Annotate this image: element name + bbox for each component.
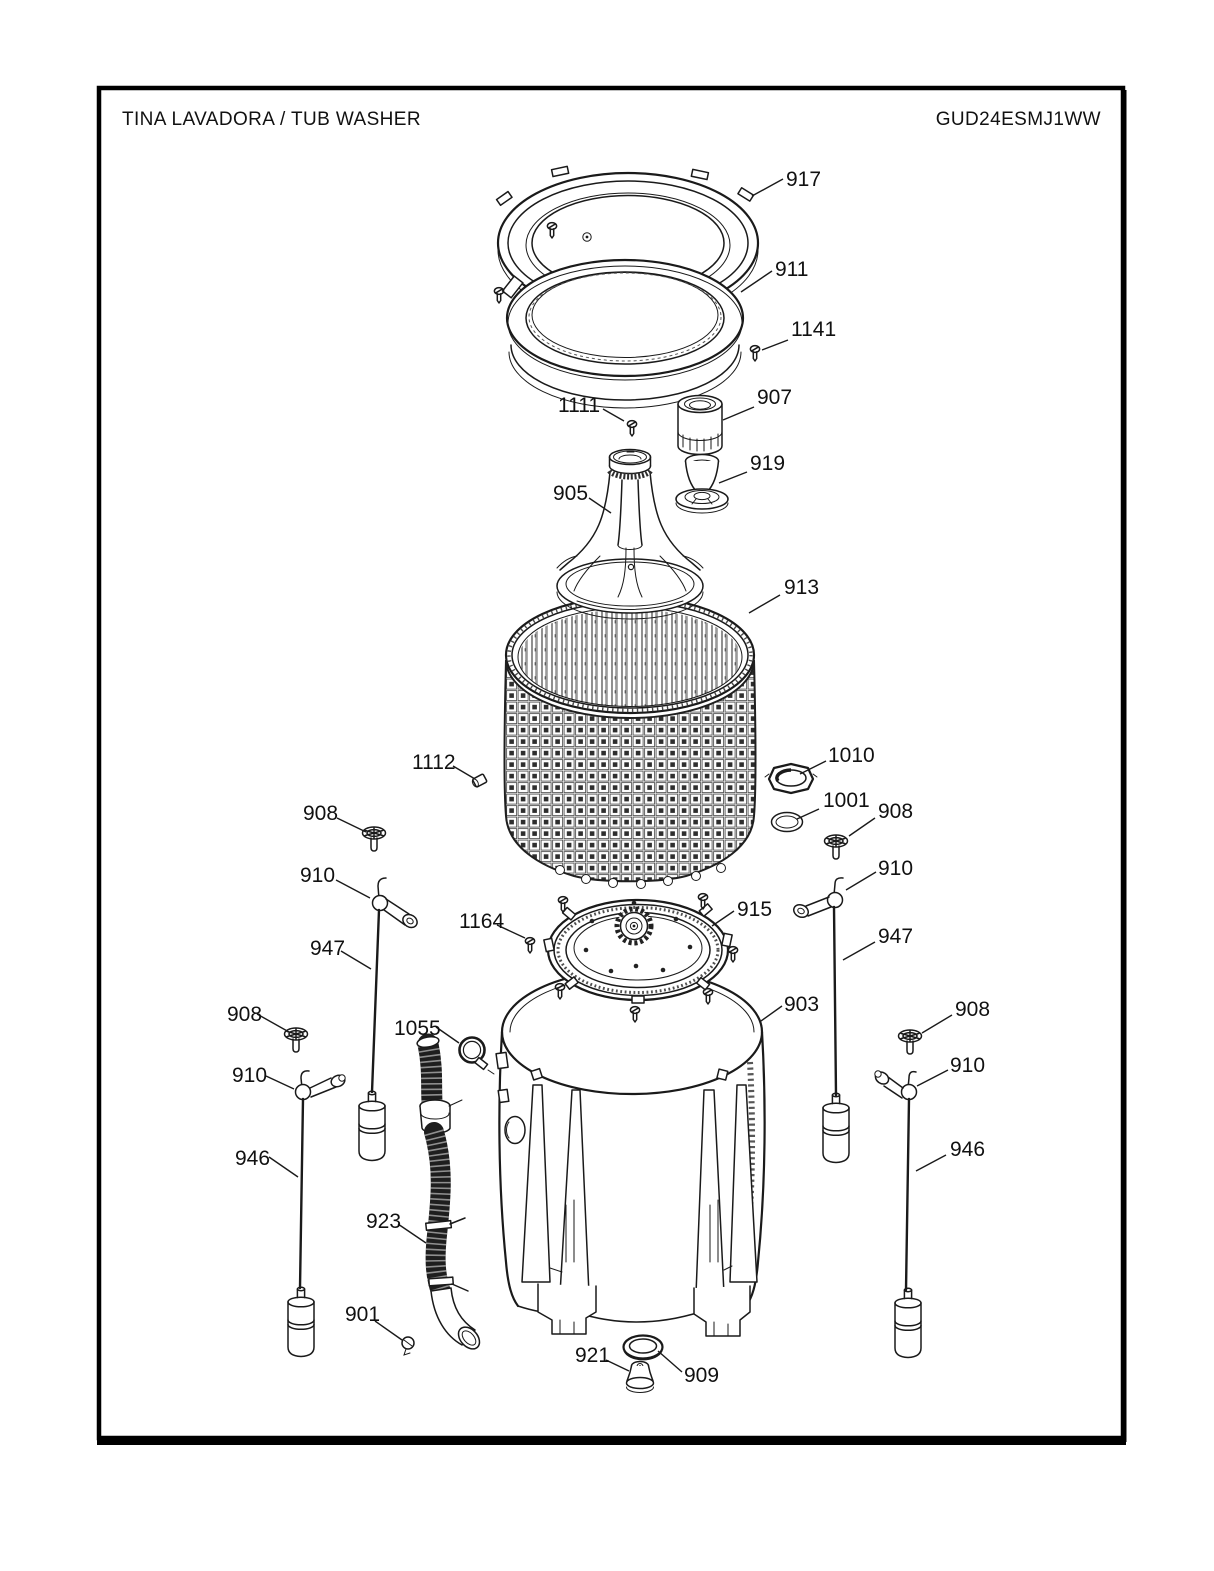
clip-901 xyxy=(401,1336,415,1356)
callout-913: 913 xyxy=(784,576,819,599)
callout-907: 907 xyxy=(757,386,792,409)
suspension-rod-right-inner-947 xyxy=(792,834,850,1164)
drain-hose-923 xyxy=(416,1033,481,1350)
callout-1001: 1001 xyxy=(823,789,870,812)
callout-923: 923 xyxy=(366,1210,401,1233)
callout-908-right-inner: 908 xyxy=(878,800,913,823)
callout-1112: 1112 xyxy=(412,751,456,774)
callout-1164: 1164 xyxy=(459,910,504,933)
callout-915: 915 xyxy=(737,898,772,921)
callout-910-left-outer: 910 xyxy=(232,1064,267,1087)
callout-910-right-outer: 910 xyxy=(950,1054,985,1077)
callout-903: 903 xyxy=(784,993,819,1016)
screw-1111 xyxy=(626,419,638,437)
callout-917: 917 xyxy=(786,168,821,191)
callout-908-right-outer: 908 xyxy=(955,998,990,1021)
funnel-919 xyxy=(675,453,729,514)
outer-tub-903 xyxy=(495,968,766,1337)
seal-1001 xyxy=(770,811,804,833)
screw xyxy=(727,945,739,963)
callout-946-left: 946 xyxy=(235,1147,270,1170)
drive-hub-915 xyxy=(543,898,733,1004)
callout-910-right-inner: 910 xyxy=(878,857,913,880)
callout-947-left: 947 xyxy=(310,937,345,960)
agitator-905 xyxy=(556,448,704,620)
diagram-title: TINA LAVADORA / TUB WASHER xyxy=(122,109,421,130)
ring-909 xyxy=(622,1334,664,1361)
nut-1010 xyxy=(764,762,818,795)
suspension-rod-right-outer-946 xyxy=(874,1029,923,1359)
wash-basket-913 xyxy=(503,595,757,889)
plug-1112 xyxy=(471,773,488,788)
callout-946-right: 946 xyxy=(950,1138,985,1161)
hub-gear xyxy=(614,906,654,946)
leader-lines xyxy=(256,178,953,1373)
screw-1164 xyxy=(524,936,536,954)
model-number: GUD24ESMJ1WW xyxy=(936,109,1101,130)
callout-909: 909 xyxy=(684,1364,719,1387)
screw xyxy=(493,286,505,304)
screw-1141 xyxy=(749,344,761,362)
grommet-921 xyxy=(625,1360,655,1393)
cap-907 xyxy=(677,394,723,456)
callout-919: 919 xyxy=(750,452,785,475)
callout-905: 905 xyxy=(553,482,588,505)
tub-ring-911 xyxy=(505,232,745,409)
suspension-rod-left-inner-947 xyxy=(358,826,418,1162)
callout-1141: 1141 xyxy=(791,318,836,341)
callout-1010: 1010 xyxy=(828,744,875,767)
hose-clamp-1055 xyxy=(458,1036,495,1075)
callout-921: 921 xyxy=(575,1344,610,1367)
callout-908-left-outer: 908 xyxy=(227,1003,262,1026)
callout-1111: 1111 xyxy=(558,394,600,417)
callout-908-left-inner: 908 xyxy=(303,802,338,825)
callout-labels: 917 911 1141 1111 907 919 905 913 1112 1… xyxy=(227,168,990,1387)
callout-947-right: 947 xyxy=(878,925,913,948)
callout-901: 901 xyxy=(345,1303,380,1326)
callout-910-left-inner: 910 xyxy=(300,864,335,887)
page-border xyxy=(96,85,1127,1445)
hub-holes xyxy=(583,900,693,974)
suspension-rod-left-outer-946 xyxy=(283,1027,346,1358)
callout-1055: 1055 xyxy=(394,1017,441,1040)
callout-911: 911 xyxy=(775,258,808,281)
